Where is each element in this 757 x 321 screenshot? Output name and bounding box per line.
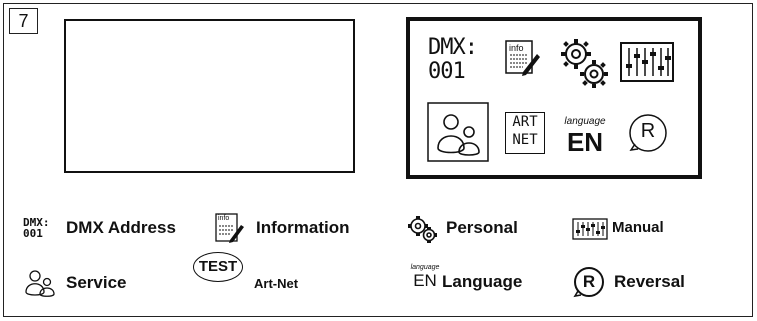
legend-language-text: language <box>410 264 440 271</box>
menu-dmx-line1: DMX: <box>428 35 478 60</box>
step-number: 7 <box>9 8 38 34</box>
menu-info-text: info <box>509 43 524 53</box>
legend-personal-label: Personal <box>446 218 518 237</box>
figure-frame <box>3 3 753 317</box>
menu-artnet-line1: ART <box>512 114 538 130</box>
menu-manual-faders-icon[interactable] <box>620 42 674 82</box>
legend-dmx-icon: DMX: 001 <box>23 217 50 239</box>
menu-language-text: language <box>564 116 606 127</box>
legend-dmx-line1: DMX: <box>23 216 50 229</box>
menu-artnet-icon[interactable]: ART NET <box>505 112 545 154</box>
legend-info-text: info <box>218 215 230 222</box>
legend-personal-gears-icon <box>407 215 437 243</box>
legend-dmx-address-label: DMX Address <box>66 218 176 237</box>
menu-information-icon[interactable]: info <box>505 40 541 80</box>
menu-reversal-icon[interactable]: R <box>627 112 669 154</box>
menu-artnet-line2: NET <box>512 132 538 148</box>
legend-manual-faders-icon <box>572 218 608 240</box>
legend-reversal-label: Reversal <box>614 272 685 291</box>
legend-service-label: Service <box>66 273 127 292</box>
legend-artnet-label: Art-Net <box>254 276 299 291</box>
legend-language-icon: language EN <box>409 264 441 290</box>
blank-display-screen <box>64 19 355 173</box>
menu-display-screen <box>406 17 702 179</box>
menu-dmx-address-icon[interactable]: DMX: 001 <box>428 36 490 96</box>
legend-reversal-letter: R <box>582 272 596 291</box>
legend-reversal-icon: R <box>573 266 605 298</box>
legend-information-icon: info <box>215 213 245 245</box>
legend-service-icon <box>22 268 58 298</box>
legend-manual-label: Manual <box>612 219 664 236</box>
legend-language-code: EN <box>413 271 437 290</box>
menu-dmx-line2: 001 <box>428 59 466 84</box>
legend-test-badge: TEST <box>193 252 243 282</box>
legend-language-label: Language <box>442 272 523 291</box>
menu-reversal-letter: R <box>640 120 656 142</box>
menu-service-icon[interactable] <box>427 102 489 162</box>
menu-language-icon[interactable]: language EN <box>556 116 614 160</box>
legend-dmx-line2: 001 <box>23 227 43 240</box>
legend-test-text: TEST <box>198 258 238 275</box>
menu-language-code: EN <box>566 127 604 157</box>
legend-information-label: Information <box>256 218 350 237</box>
menu-personal-gears-icon[interactable] <box>560 38 608 88</box>
